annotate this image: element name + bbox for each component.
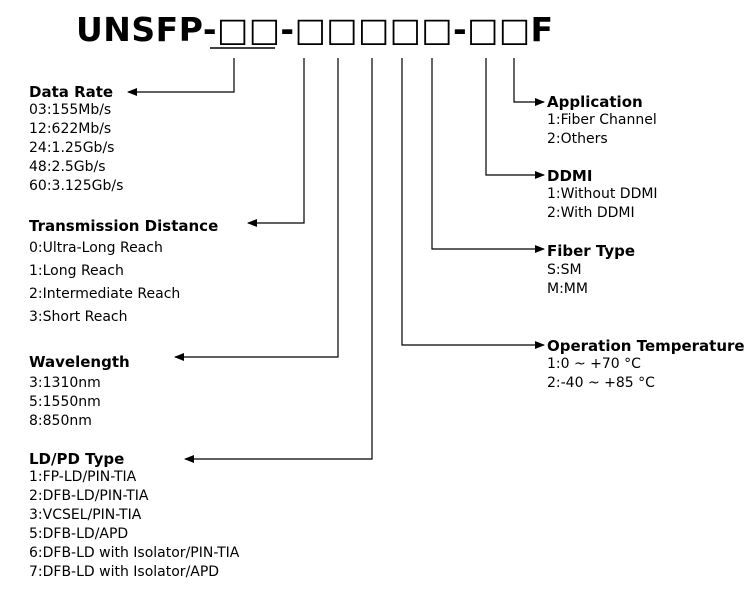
wavelength-item: 3:1310nm <box>29 375 101 391</box>
wavelength-item: 8:850nm <box>29 413 92 429</box>
data-rate-heading: Data Rate <box>29 83 114 101</box>
part-number-title: UNSFP-□□-□□□□□-□□F <box>76 10 554 49</box>
ld-pd-type-item: 1:FP-LD/PIN-TIA <box>29 469 137 485</box>
data-rate-item: 48:2.5Gb/s <box>29 159 106 175</box>
ddmi-item: 2:With DDMI <box>547 205 635 221</box>
wavelength-heading: Wavelength <box>29 353 130 371</box>
transmission-distance-item: 3:Short Reach <box>29 309 128 325</box>
connector-transmission-distance <box>247 58 305 227</box>
connector-wavelength <box>174 58 339 361</box>
connector-data-rate <box>127 58 235 96</box>
fiber-type-heading: Fiber Type <box>547 242 636 260</box>
application-item: 1:Fiber Channel <box>547 112 657 128</box>
data-rate-item: 12:622Mb/s <box>29 121 112 137</box>
connector-application <box>513 58 545 106</box>
data-rate-item: 24:1.25Gb/s <box>29 140 115 156</box>
data-rate-item: 60:3.125Gb/s <box>29 178 124 194</box>
fiber-type-item: M:MM <box>547 281 588 297</box>
connector-ld-pd-type <box>184 58 373 463</box>
connector-ddmi <box>485 58 545 179</box>
transmission-distance-heading: Transmission Distance <box>29 217 219 235</box>
ld-pd-type-item: 6:DFB-LD with Isolator/PIN-TIA <box>29 545 240 561</box>
transmission-distance-item: 0:Ultra-Long Reach <box>29 240 163 256</box>
ld-pd-type-item: 3:VCSEL/PIN-TIA <box>29 507 142 523</box>
fiber-type-item: S:SM <box>547 262 582 278</box>
operation-temperature-heading: Operation Temperature <box>547 337 745 355</box>
ld-pd-type-item: 2:DFB-LD/PIN-TIA <box>29 488 149 504</box>
application-heading: Application <box>547 93 643 111</box>
connector-fiber-type <box>431 58 545 253</box>
data-rate-item: 03:155Mb/s <box>29 102 112 118</box>
ld-pd-type-heading: LD/PD Type <box>29 450 125 468</box>
transmission-distance-item: 2:Intermediate Reach <box>29 286 181 302</box>
wavelength-item: 5:1550nm <box>29 394 101 410</box>
connector-operation-temperature <box>401 58 545 349</box>
ld-pd-type-item: 5:DFB-LD/APD <box>29 526 129 542</box>
transmission-distance-item: 1:Long Reach <box>29 263 124 279</box>
operation-temperature-item: 1:0 ~ +70 °C <box>547 356 641 372</box>
ddmi-item: 1:Without DDMI <box>547 186 658 202</box>
ld-pd-type-item: 7:DFB-LD with Isolator/APD <box>29 564 220 580</box>
application-item: 2:Others <box>547 131 608 147</box>
operation-temperature-item: 2:-40 ~ +85 °C <box>547 375 655 391</box>
ddmi-heading: DDMI <box>547 167 593 185</box>
